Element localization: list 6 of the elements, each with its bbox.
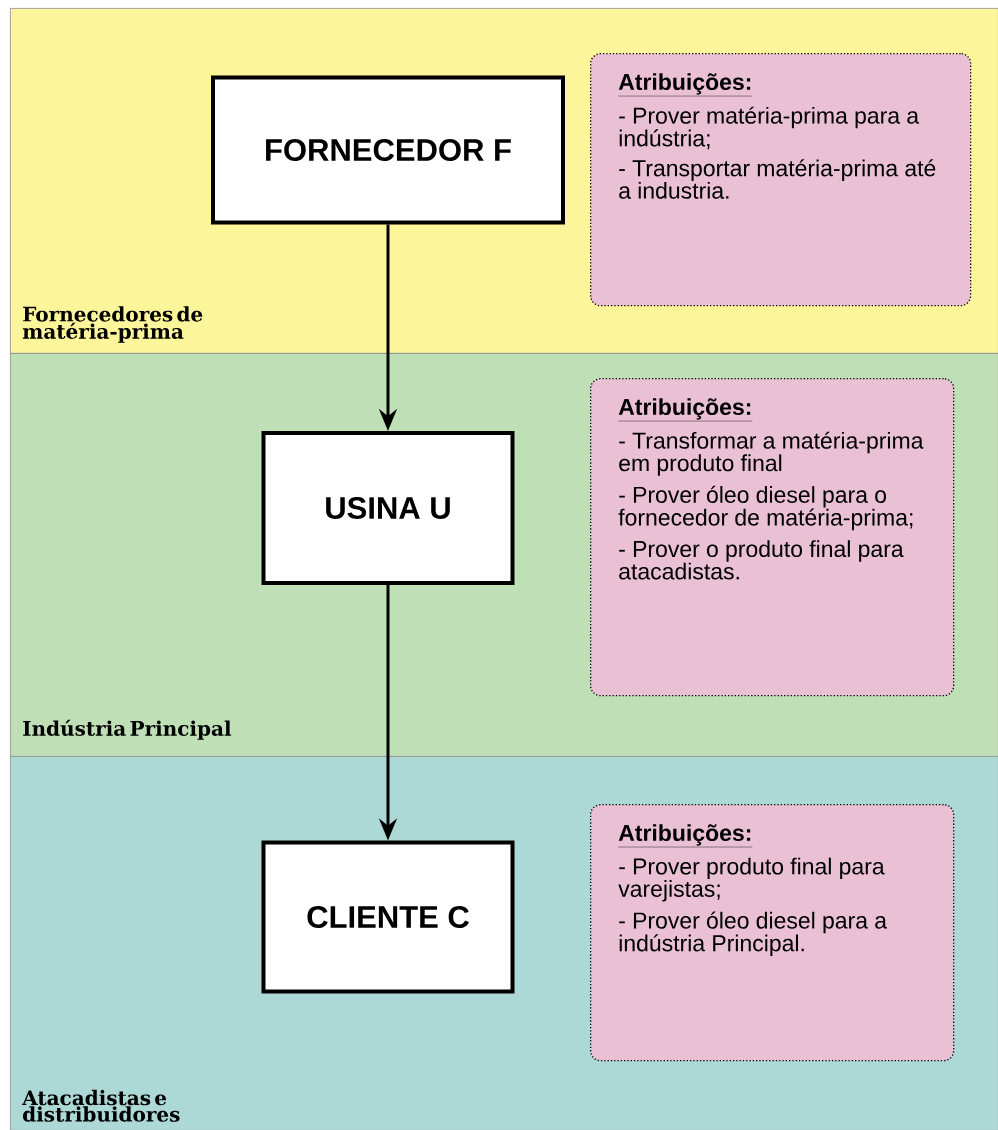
process-box: CLIENTE C xyxy=(261,840,515,994)
note-box: Atribuições: - Prover matéria-prima para a indústria; - Transportar matéria-prima até a industria. xyxy=(590,53,972,307)
process-box: FORNECEDOR F xyxy=(211,75,565,225)
note-box: Atribuições: - Prover produto final para varejistas; - Prover óleo diesel para a indústria Principal. xyxy=(590,804,955,1062)
process-box: USINA U xyxy=(261,431,515,585)
note-box: Atribuições: - Transformar a matéria-prima em produto final - Prover óleo diesel para o fornecedor de matéria-prima; - Prover o produto final para atacadistas. xyxy=(590,378,955,697)
